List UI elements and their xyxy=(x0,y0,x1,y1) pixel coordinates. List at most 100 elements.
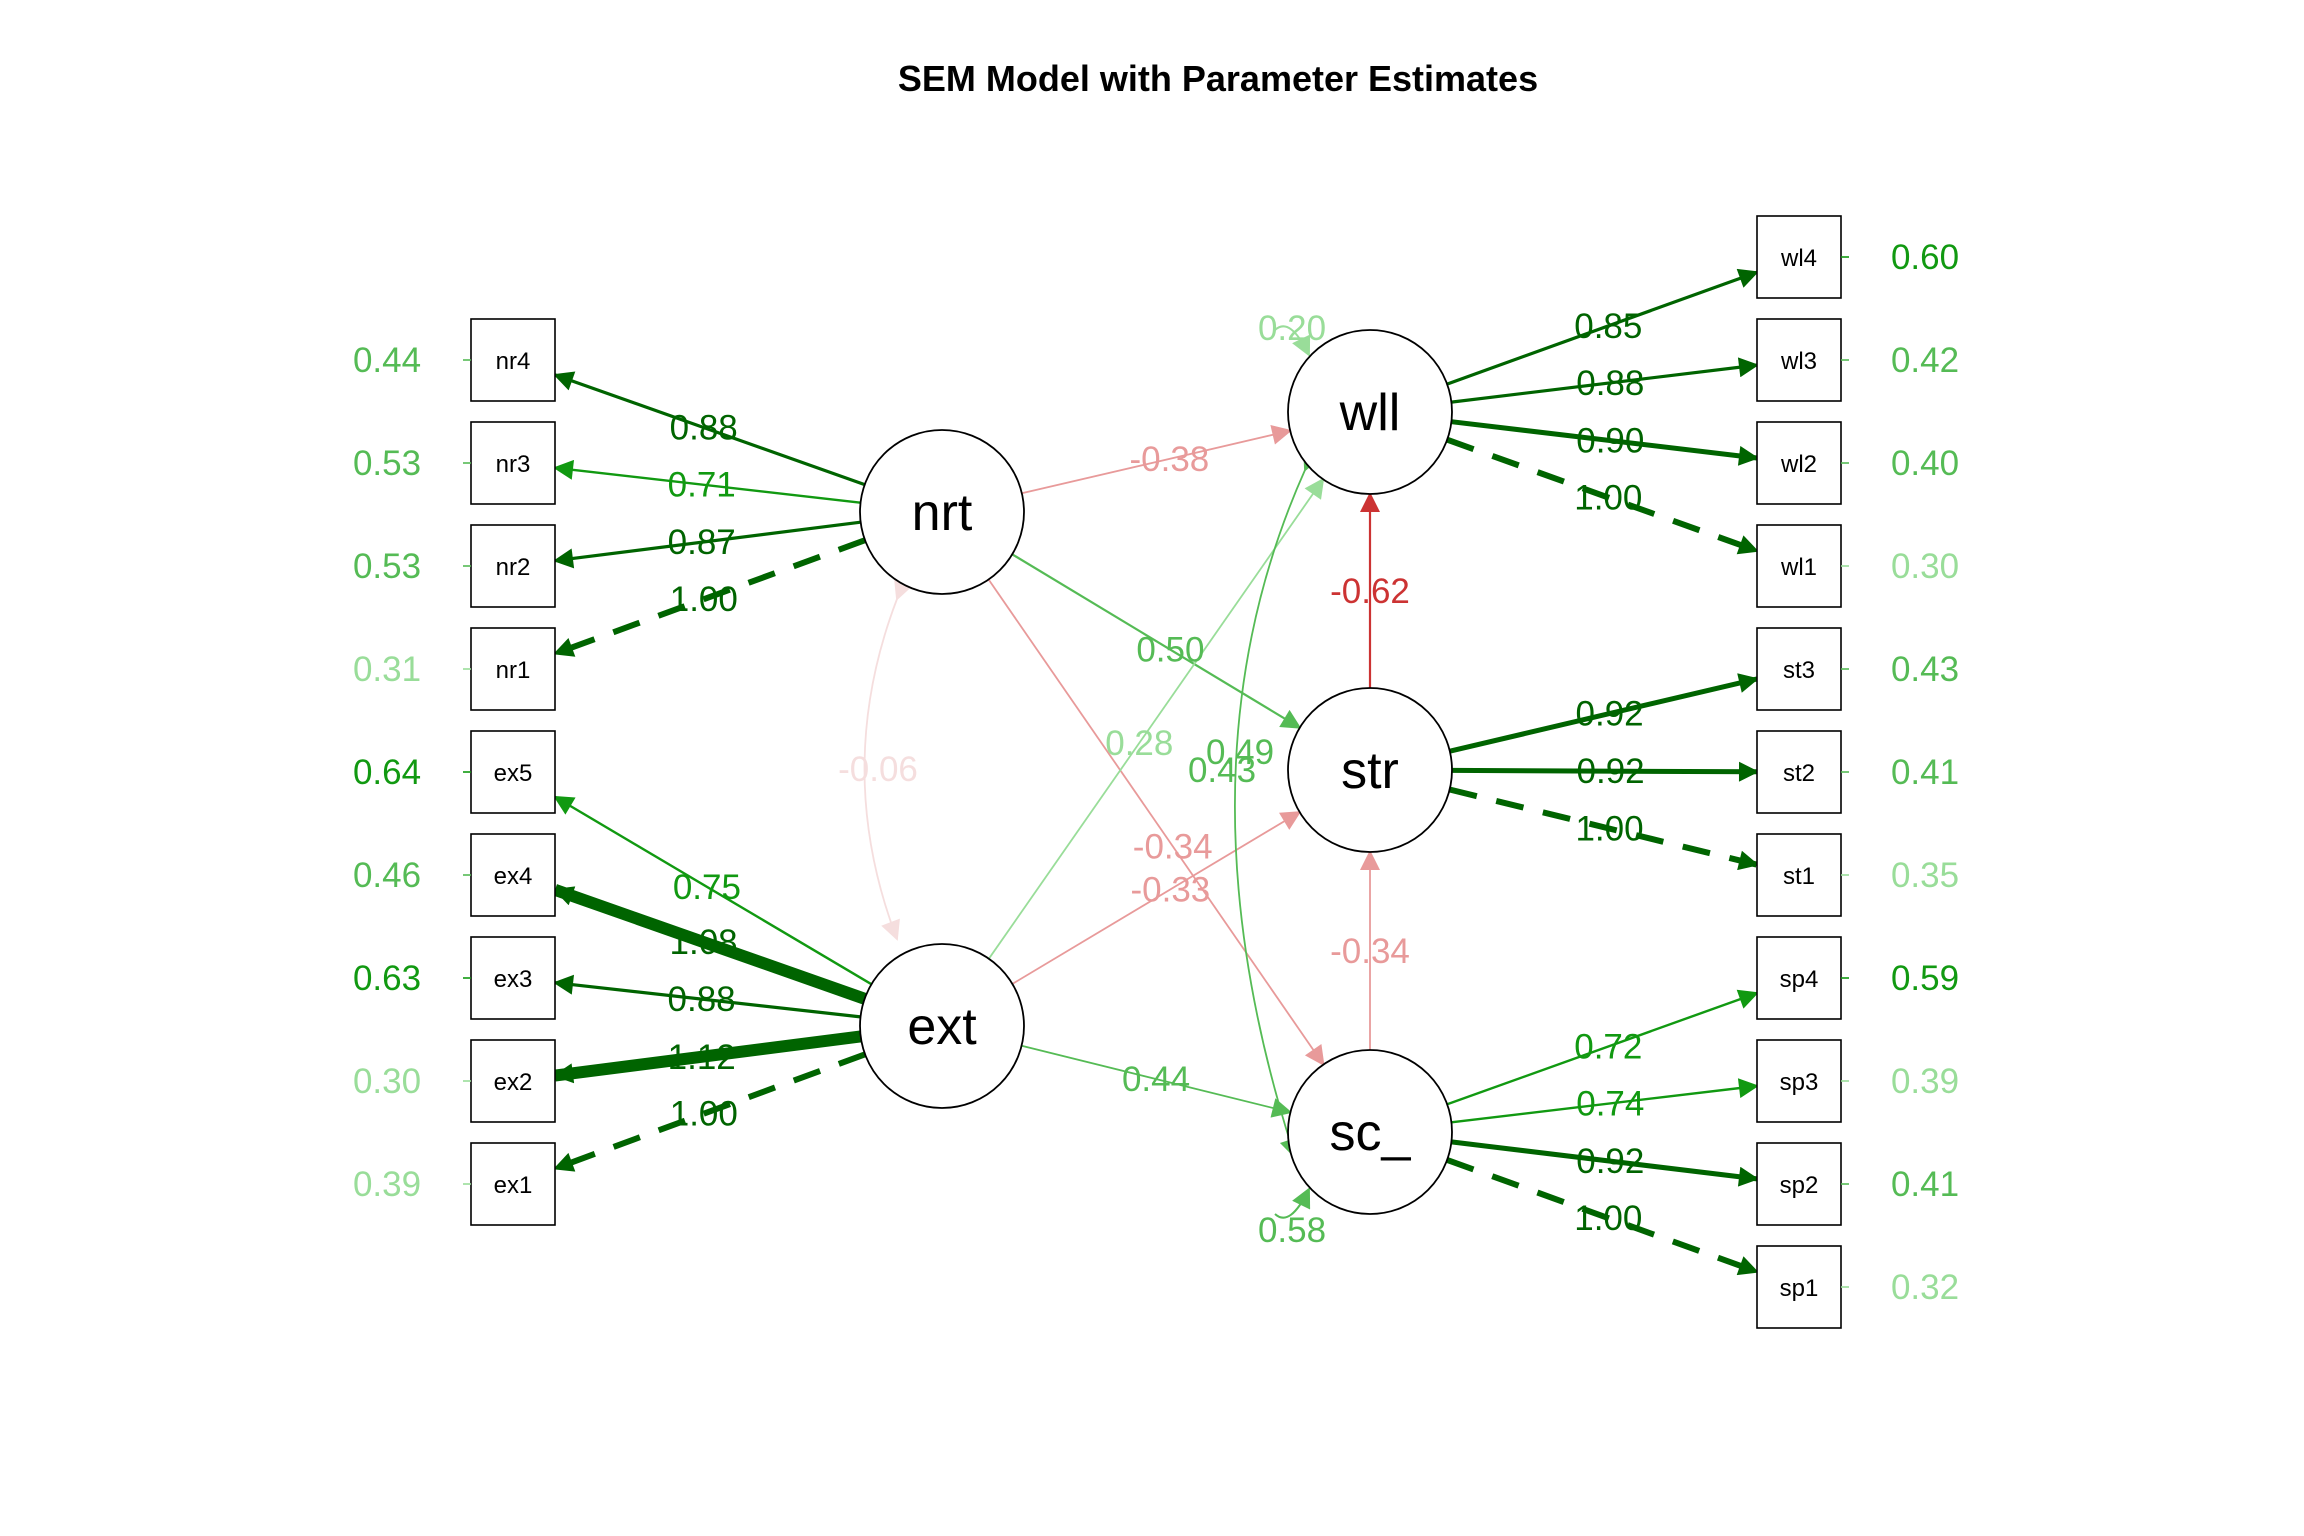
covariance-label-wll-sc_: 0.49 xyxy=(1206,733,1274,772)
manifest-node-wl4: wl4 xyxy=(1756,215,1849,299)
manifest-node-sp1: sp1 xyxy=(1756,1245,1849,1329)
loading-edge-wll-wl3 xyxy=(1451,357,1759,404)
loading-label-wl2: 0.90 xyxy=(1576,422,1644,461)
path-label-sc_-str: -0.34 xyxy=(1330,932,1410,971)
path-edge-nrt-wll xyxy=(1021,425,1293,495)
loading-label-ex5: 0.75 xyxy=(673,868,741,907)
latent-residual-label-sc_: 0.58 xyxy=(1258,1211,1326,1250)
loading-edge-nrt-nr4 xyxy=(553,371,866,487)
manifest-label-wl3: wl3 xyxy=(1780,348,1817,375)
residual-label-sp3: 0.39 xyxy=(1891,1062,1959,1101)
loading-label-nr1: 1.00 xyxy=(670,580,738,619)
latent-residual-loop-sc_ xyxy=(1274,1187,1311,1219)
path-label-nrt-str: 0.50 xyxy=(1136,631,1204,670)
path-label-ext-wll: 0.28 xyxy=(1105,724,1173,763)
residual-label-nr2: 0.53 xyxy=(353,547,421,586)
latent-node-wll: wll xyxy=(1287,329,1453,495)
loading-edge-ext-ex3 xyxy=(553,974,861,1019)
manifest-box-nr4 xyxy=(470,318,556,402)
latent-label-wll: wll xyxy=(1339,384,1401,442)
residual-label-wl3: 0.42 xyxy=(1891,341,1959,380)
manifest-box-nr1 xyxy=(470,627,556,711)
manifest-label-wl2: wl2 xyxy=(1780,451,1817,478)
manifest-node-ex4: ex4 xyxy=(463,833,556,917)
latent-label-str: str xyxy=(1341,742,1399,800)
loading-edge-sc_-sp1 xyxy=(1446,1157,1759,1276)
residual-label-wl2: 0.40 xyxy=(1891,444,1959,483)
residual-label-sp4: 0.59 xyxy=(1891,959,1959,998)
latent-node-ext: ext xyxy=(859,943,1025,1109)
manifest-node-st1: st1 xyxy=(1756,833,1849,917)
manifest-label-st3: st3 xyxy=(1783,657,1815,684)
edges-layer xyxy=(553,268,1759,1276)
manifest-label-st1: st1 xyxy=(1783,863,1815,890)
manifest-label-ex5: ex5 xyxy=(494,760,533,787)
covariance-edge-nrt-ext xyxy=(863,578,913,941)
latent-residual-loop-wll xyxy=(1274,325,1311,357)
manifest-box-ex4 xyxy=(470,833,556,917)
loading-edge-str-st1 xyxy=(1448,786,1759,871)
manifest-node-nr3: nr3 xyxy=(463,421,556,505)
manifest-box-ex2 xyxy=(470,1039,556,1123)
manifest-box-wl3 xyxy=(1756,318,1842,402)
covariance-edge-wll-sc_ xyxy=(1234,449,1322,1159)
manifest-node-wl3: wl3 xyxy=(1756,318,1849,402)
manifest-label-sp2: sp2 xyxy=(1780,1172,1819,1199)
loading-label-nr3: 0.71 xyxy=(668,466,736,505)
loading-label-sp2: 0.92 xyxy=(1576,1142,1644,1181)
manifest-node-nr4: nr4 xyxy=(463,318,556,402)
loading-edge-wll-wl1 xyxy=(1446,436,1759,555)
manifest-box-sp3 xyxy=(1756,1039,1842,1123)
residual-label-ex2: 0.30 xyxy=(353,1062,421,1101)
loading-label-ex1: 1.00 xyxy=(670,1095,738,1134)
loading-edge-sc_-sp3 xyxy=(1451,1078,1759,1124)
loading-edge-ext-ex4 xyxy=(553,884,867,1005)
labels-layer: 0.880.710.871.000.751.080.881.121.000.85… xyxy=(353,238,1959,1307)
manifest-box-sp4 xyxy=(1756,936,1842,1020)
manifest-node-wl2: wl2 xyxy=(1756,421,1849,505)
manifest-label-wl1: wl1 xyxy=(1780,554,1817,581)
manifest-label-st2: st2 xyxy=(1783,760,1815,787)
residual-label-nr1: 0.31 xyxy=(353,650,421,689)
path-edge-nrt-sc_ xyxy=(987,578,1325,1067)
loading-edge-wll-wl4 xyxy=(1446,268,1759,386)
loading-edge-ext-ex5 xyxy=(553,795,873,986)
loading-label-wl4: 0.85 xyxy=(1574,307,1642,346)
manifest-node-sp2: sp2 xyxy=(1756,1142,1849,1226)
latent-circle-sc_ xyxy=(1287,1049,1453,1215)
residual-label-sp2: 0.41 xyxy=(1891,1165,1959,1204)
loading-label-wl1: 1.00 xyxy=(1574,479,1642,518)
manifest-box-st1 xyxy=(1756,833,1842,917)
manifest-box-ex5 xyxy=(470,730,556,814)
manifest-node-ex5: ex5 xyxy=(463,730,556,814)
loading-edge-nrt-nr2 xyxy=(553,520,861,569)
manifest-label-ex3: ex3 xyxy=(494,966,533,993)
path-label-nrt-wll: -0.38 xyxy=(1130,440,1210,479)
residual-label-ex3: 0.63 xyxy=(353,959,421,998)
loading-edge-ext-ex1 xyxy=(553,1051,867,1172)
manifest-box-nr3 xyxy=(470,421,556,505)
residual-label-st2: 0.41 xyxy=(1891,753,1959,792)
loading-label-sp1: 1.00 xyxy=(1574,1199,1642,1238)
manifest-box-wl2 xyxy=(1756,421,1842,505)
residual-label-ex4: 0.46 xyxy=(353,856,421,895)
manifest-label-nr1: nr1 xyxy=(496,657,531,684)
latent-circle-nrt xyxy=(859,429,1025,595)
nodes-layer: nr4nr3nr2nr1ex5ex4ex3ex2ex1wl4wl3wl2wl1s… xyxy=(463,215,1849,1329)
loading-label-sp4: 0.72 xyxy=(1574,1028,1642,1067)
manifest-label-ex2: ex2 xyxy=(494,1069,533,1096)
manifest-box-ex3 xyxy=(470,936,556,1020)
latent-node-str: str xyxy=(1287,687,1453,853)
latent-circle-wll xyxy=(1287,329,1453,495)
residual-label-wl4: 0.60 xyxy=(1891,238,1959,277)
loading-edge-sc_-sp4 xyxy=(1446,989,1759,1106)
manifest-node-wl1: wl1 xyxy=(1756,524,1849,608)
residual-label-nr4: 0.44 xyxy=(353,341,421,380)
manifest-label-nr3: nr3 xyxy=(496,451,531,478)
residual-label-nr3: 0.53 xyxy=(353,444,421,483)
loading-label-nr2: 0.87 xyxy=(668,523,736,562)
latent-node-sc_: sc_ xyxy=(1287,1049,1453,1215)
residual-label-st1: 0.35 xyxy=(1891,856,1959,895)
overlapping-estimate-label: 0.43 xyxy=(1188,751,1256,790)
residual-label-st3: 0.43 xyxy=(1891,650,1959,689)
